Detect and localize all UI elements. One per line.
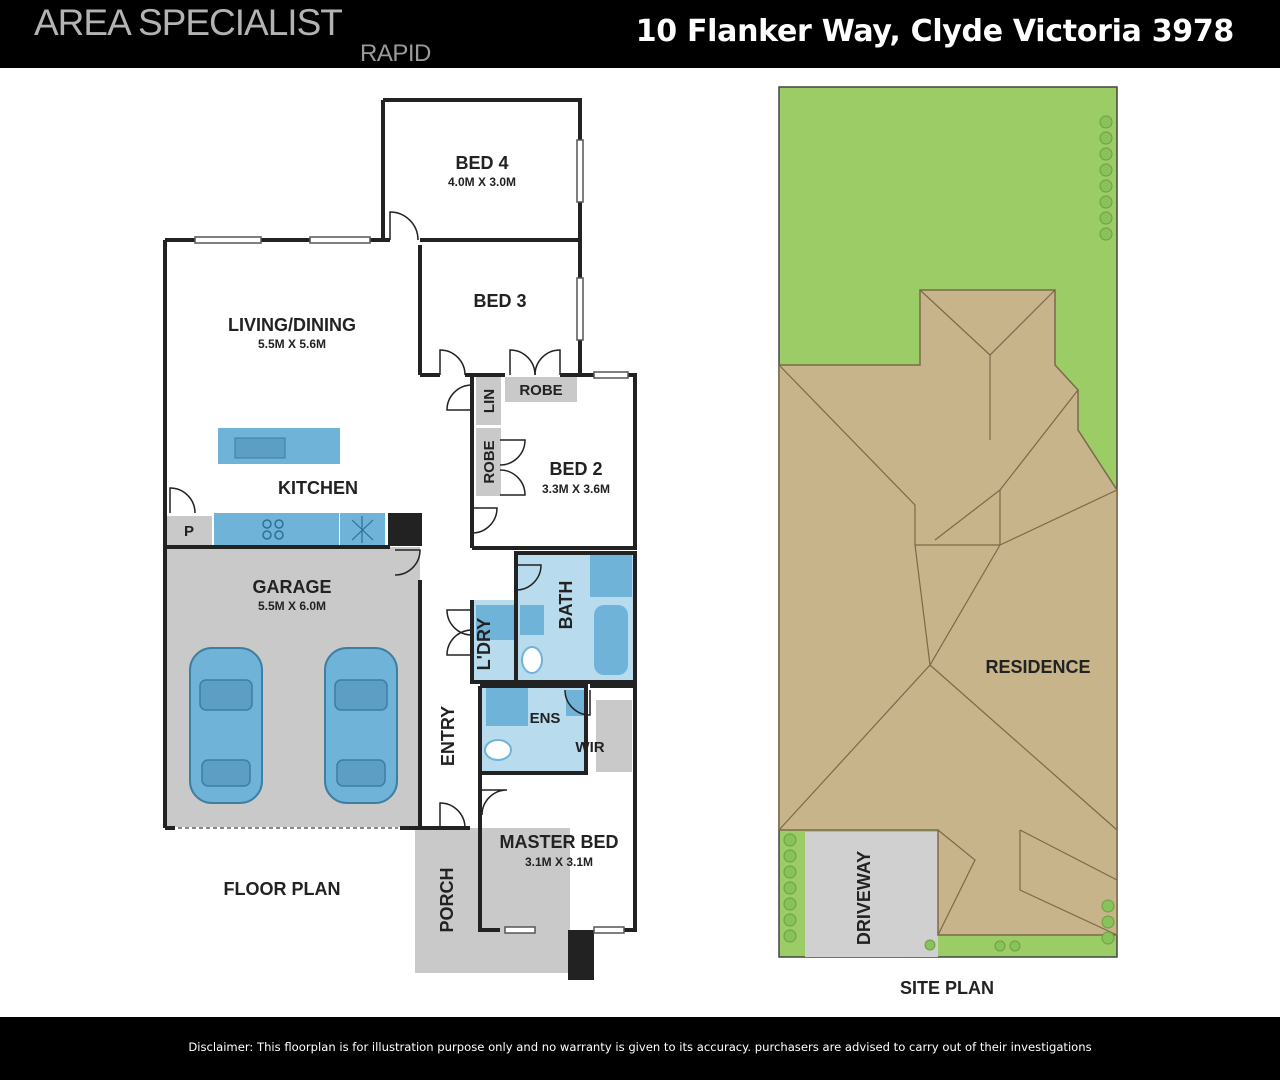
linen-cupboard (476, 377, 501, 425)
robe-top-label: ROBE (519, 382, 562, 399)
site-plan: RESIDENCE DRIVEWAY SITE PLAN (778, 86, 1118, 998)
robe-bed3 (505, 377, 577, 402)
brand-subtitle: RAPID (360, 40, 431, 67)
brand-name: AREA SPECIALIST (34, 2, 343, 43)
car-left-icon (189, 647, 263, 804)
entry-label: ENTRY (438, 706, 458, 766)
sink-icon (234, 437, 286, 459)
bed2-label: BED 2 (549, 459, 602, 479)
windows (194, 139, 629, 934)
shrubs (783, 115, 1115, 952)
disclaimer-text: Disclaimer: This floorplan is for illust… (188, 1040, 1092, 1054)
driveway-label: DRIVEWAY (854, 851, 874, 945)
robe-bed2 (476, 428, 501, 496)
living-dining-dims: 5.5M X 5.6M (258, 337, 326, 351)
porch-label: PORCH (437, 867, 457, 932)
porch-floor (415, 828, 570, 973)
site-plan-title: SITE PLAN (900, 978, 994, 998)
kitchen-bench (214, 513, 339, 545)
ensuite-vanity (566, 690, 584, 716)
laundry-tub (476, 605, 514, 640)
rangehood-icon (351, 516, 374, 543)
bath-toilet (521, 646, 543, 674)
linen-label: LIN (481, 389, 498, 413)
ensuite-label: ENS (530, 710, 561, 727)
ensuite-shower (486, 688, 528, 726)
cooktop-icon (262, 519, 272, 529)
pantry-label: P (184, 523, 194, 540)
floor-plan: BED 4 4.0M X 3.0M BED 3 LIVING/DINING 5.… (163, 98, 637, 980)
ensuite-toilet (484, 739, 512, 761)
laundry-label: L'DRY (474, 618, 494, 671)
bed4-dims: 4.0M X 3.0M (448, 175, 516, 189)
garage-label: GARAGE (252, 577, 331, 597)
header-bar (0, 0, 1280, 68)
pantry (166, 516, 212, 546)
floor-plan-title: FLOOR PLAN (224, 879, 341, 899)
site-roof (778, 289, 1118, 936)
bathtub (594, 605, 628, 675)
master-bed-dims: 3.1M X 3.1M (525, 855, 593, 869)
meter-box (388, 513, 422, 546)
master-bed-label: MASTER BED (499, 832, 618, 852)
wir-label: WIR (575, 739, 604, 756)
bath-vanity (520, 605, 544, 635)
car-right-icon (324, 647, 398, 804)
living-dining-label: LIVING/DINING (228, 315, 356, 335)
footer-bar (0, 1017, 1280, 1080)
bed2-dims: 3.3M X 3.6M (542, 482, 610, 496)
bed3-label: BED 3 (473, 291, 526, 311)
property-address: 10 Flanker Way, Clyde Victoria 3978 (635, 14, 1235, 49)
bath-shower (590, 555, 632, 597)
robe-side-label: ROBE (481, 440, 498, 483)
door-swings (169, 211, 591, 829)
driveway (805, 832, 938, 957)
kitchen-label: KITCHEN (278, 478, 358, 498)
porch-pillar (572, 930, 594, 980)
brand-logo: AREA SPECIALIST RAPID (34, 2, 444, 68)
bath-label: BATH (556, 581, 576, 630)
wir-shelf (596, 700, 632, 772)
garage-dims: 5.5M X 6.0M (258, 599, 326, 613)
residence-label: RESIDENCE (985, 657, 1090, 677)
bed4-label: BED 4 (455, 153, 508, 173)
